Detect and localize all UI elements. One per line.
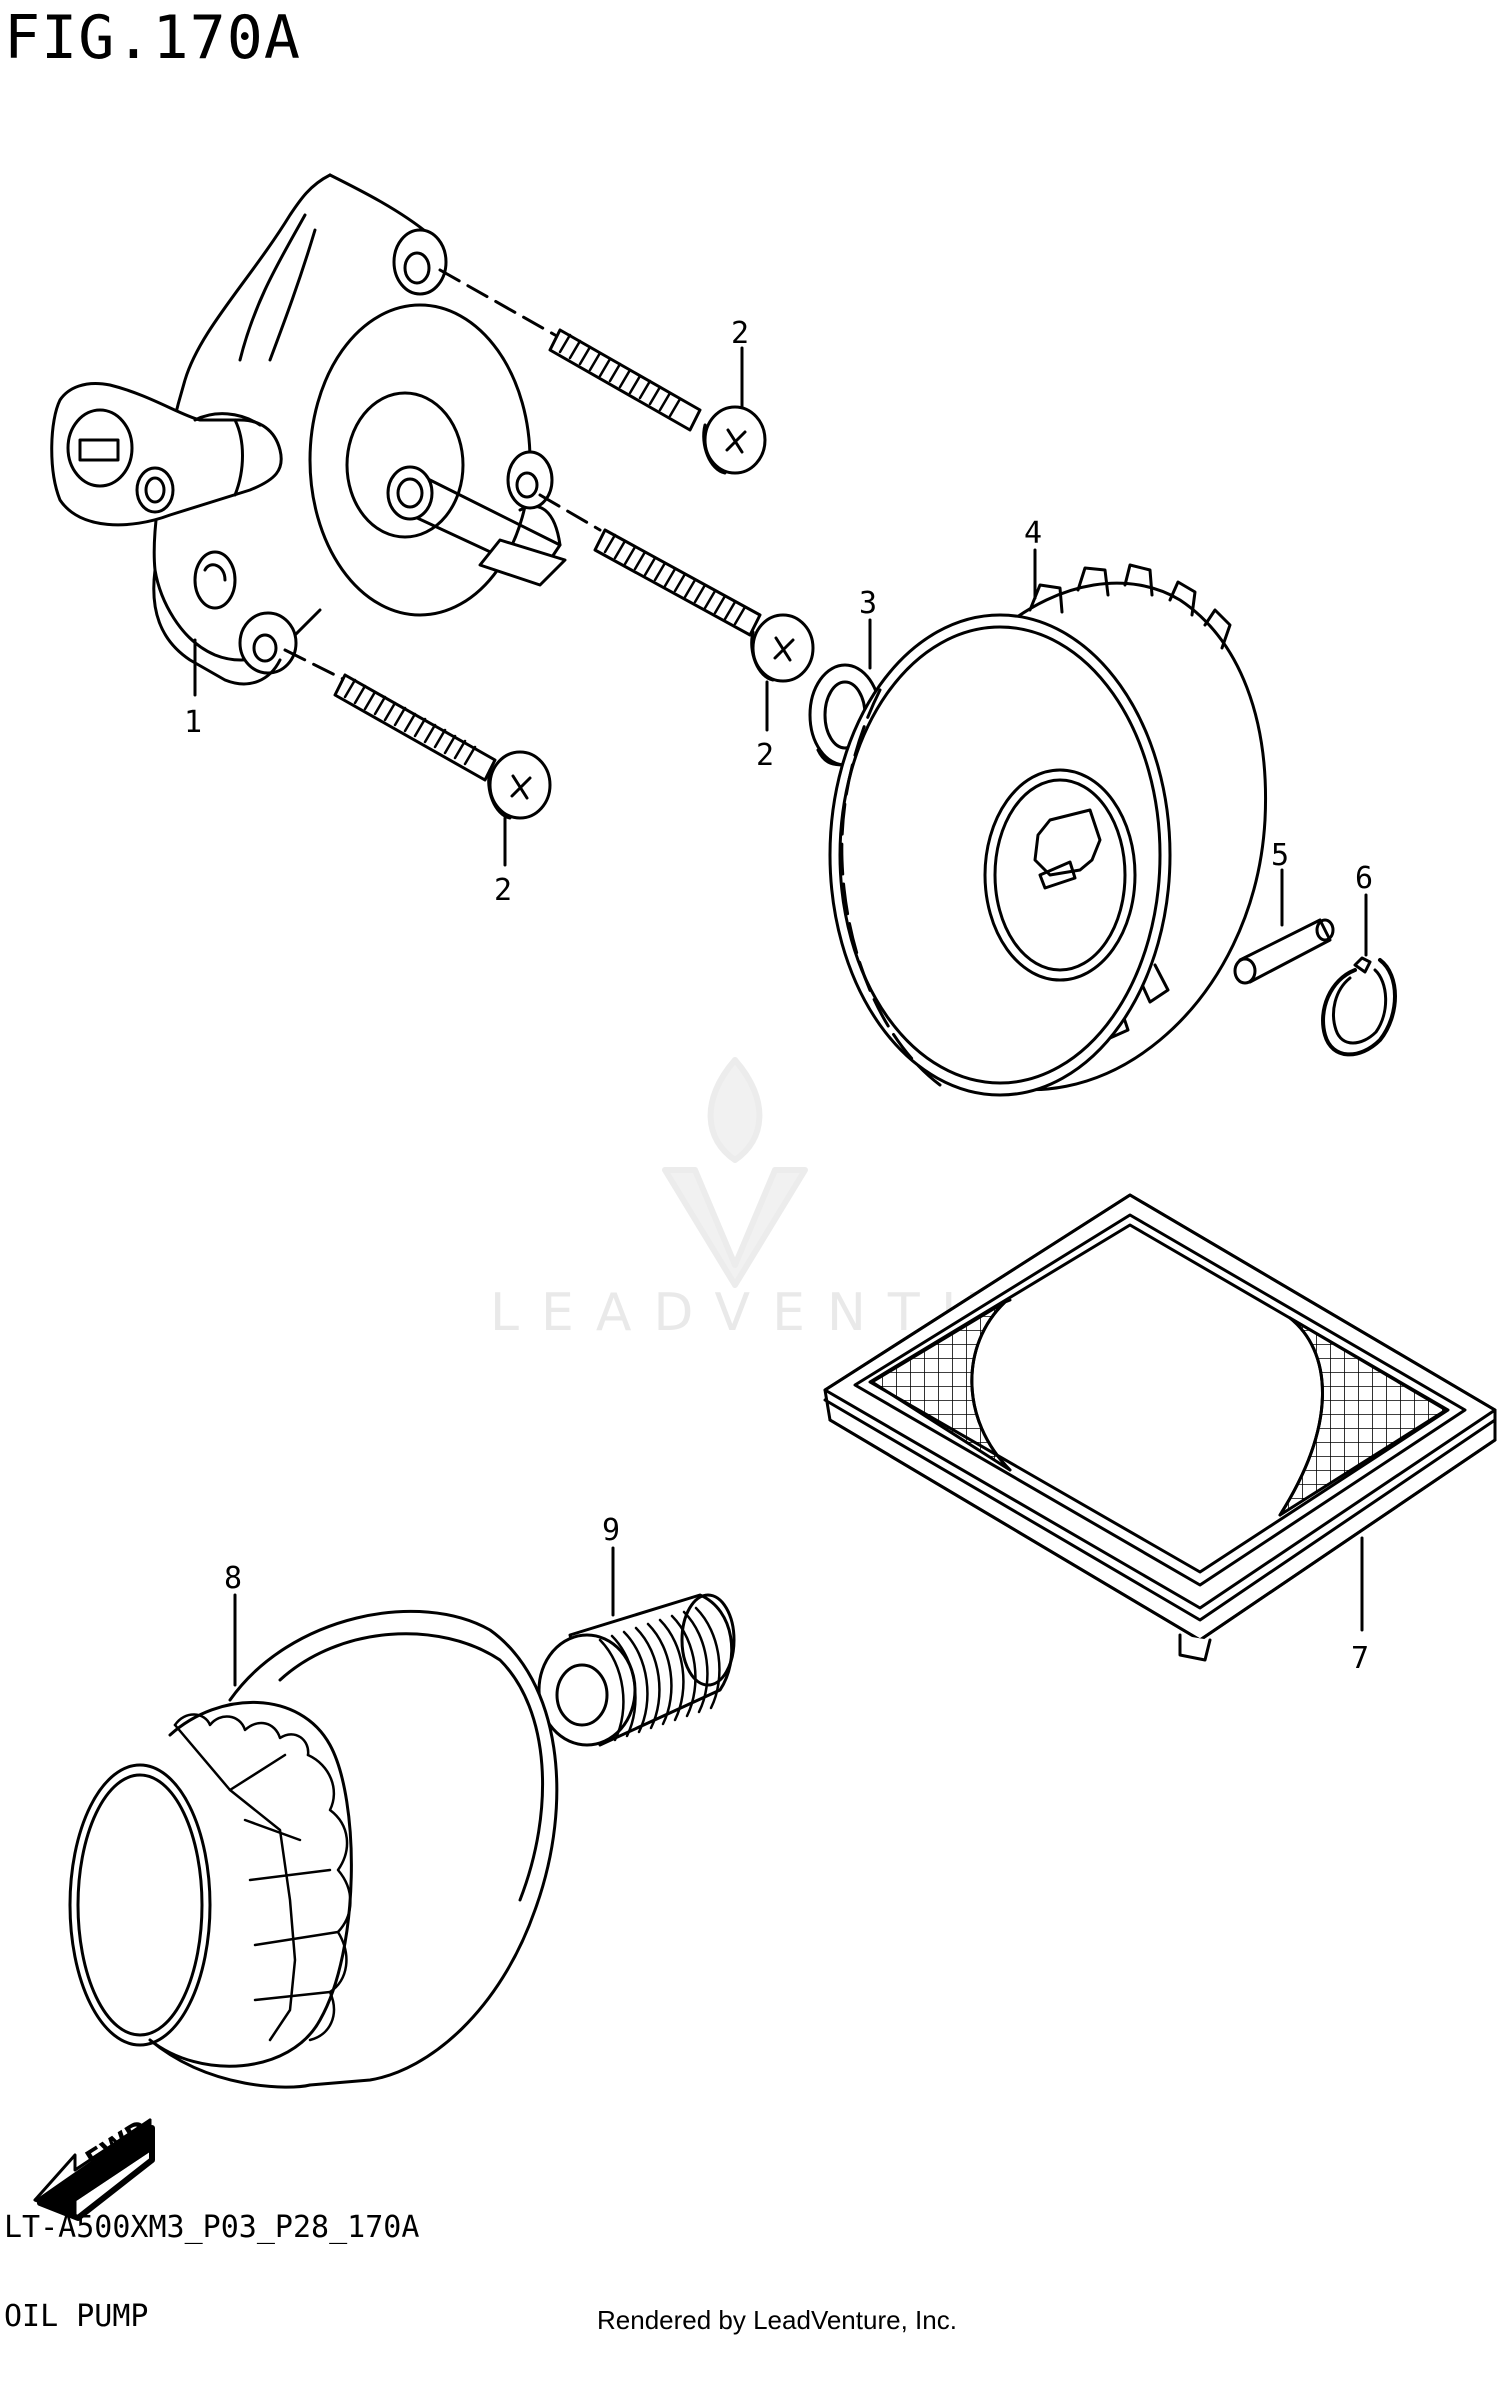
union-fitting	[537, 1593, 736, 1747]
callout-4: 3	[859, 586, 877, 621]
oil-pump-body	[50, 173, 567, 686]
bolt-middle	[593, 528, 815, 683]
fwd-arrow-icon	[33, 2118, 155, 2221]
oil-strainer	[823, 1193, 1497, 1662]
bolt-lower	[333, 673, 552, 820]
callout-1: 1	[184, 705, 202, 740]
model-code: LT-A500XM3_P03_P28_170A	[4, 2210, 420, 2245]
bolt-upper	[548, 328, 767, 475]
pin	[1233, 918, 1335, 985]
figure-title: FIG.170A	[4, 3, 301, 73]
assembly-axis-lines	[283, 268, 602, 682]
callout-3: 4	[1024, 516, 1042, 551]
oil-filter	[68, 1609, 559, 2089]
driven-gear	[828, 563, 1268, 1097]
callout-2-upper: 2	[731, 316, 749, 351]
watermark-logo	[662, 1057, 808, 1288]
callout-7: 7	[1351, 1641, 1369, 1676]
callout-2-middle: 2	[756, 738, 774, 773]
callout-5: 5	[1271, 838, 1289, 873]
callout-2-lower: 2	[494, 873, 512, 908]
callout-8: 8	[224, 1561, 242, 1596]
section-name: OIL PUMP	[4, 2299, 149, 2334]
callout-9: 9	[602, 1513, 620, 1548]
callout-6: 6	[1355, 861, 1373, 896]
rendered-by-credit: Rendered by LeadVenture, Inc.	[597, 2305, 957, 2335]
circlip	[1321, 956, 1397, 1057]
